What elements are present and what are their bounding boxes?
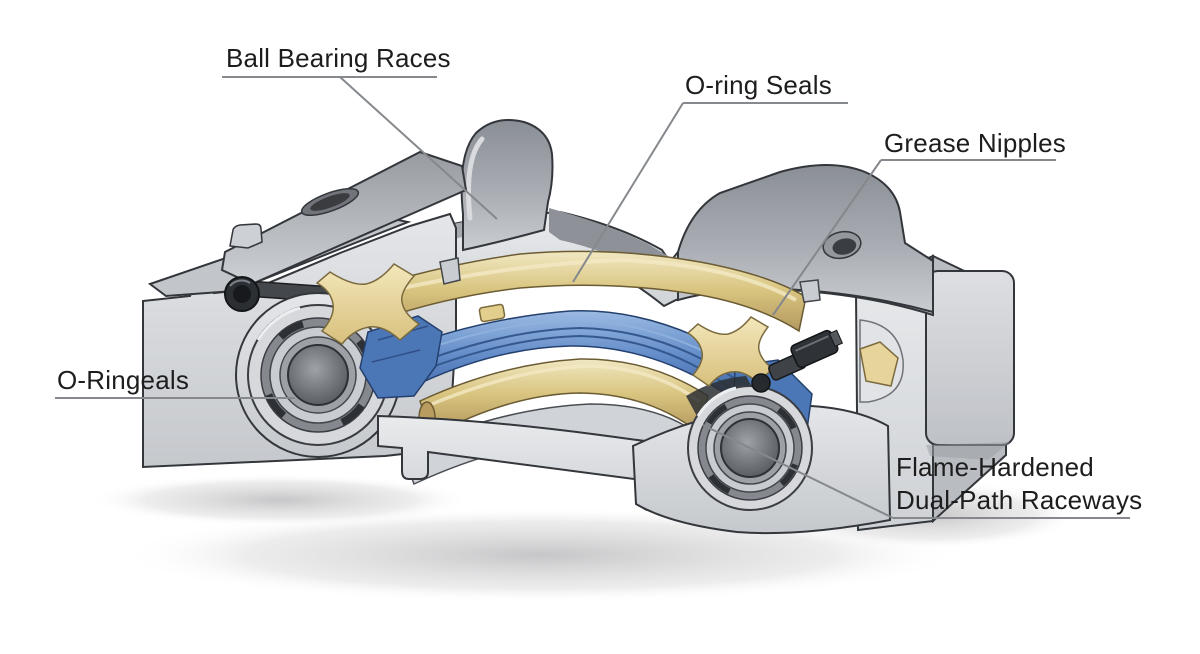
ball-segments <box>699 397 801 499</box>
label-ball-bearing-races: Ball Bearing Races <box>226 43 451 73</box>
seal-retainer-left <box>315 263 421 346</box>
leader-o-ring-seals <box>572 102 684 283</box>
leader-ball-bearing-races <box>339 76 498 220</box>
blue-ring-left-end <box>359 315 443 399</box>
seal-lips <box>439 257 821 303</box>
left-arched-wall <box>460 119 554 252</box>
seal-sliver <box>859 341 899 387</box>
flange-slot-hole <box>300 187 360 217</box>
flange-round-hole <box>822 230 862 260</box>
label-flame-hardened-dual-path-raceways: Flame-Hardened Dual-Path Raceways <box>896 452 1143 515</box>
label-o-ringeals: O-Ringeals <box>57 365 190 395</box>
gold-tab <box>478 303 506 323</box>
leader-flame-hardened <box>702 424 894 519</box>
leader-lines <box>55 76 1130 519</box>
label-o-ring-seals: O-ring Seals <box>685 70 832 100</box>
seal-retainer-right <box>686 316 899 388</box>
blue-inner-ring <box>359 310 757 409</box>
leader-grease-nipples <box>772 159 882 316</box>
left-bearing-bore <box>235 292 401 458</box>
mounting-tab <box>925 270 1015 446</box>
grease-nipple-fitting <box>751 329 844 393</box>
arm-lug <box>229 223 263 249</box>
label-grease-nipples: Grease Nipples <box>884 128 1066 158</box>
